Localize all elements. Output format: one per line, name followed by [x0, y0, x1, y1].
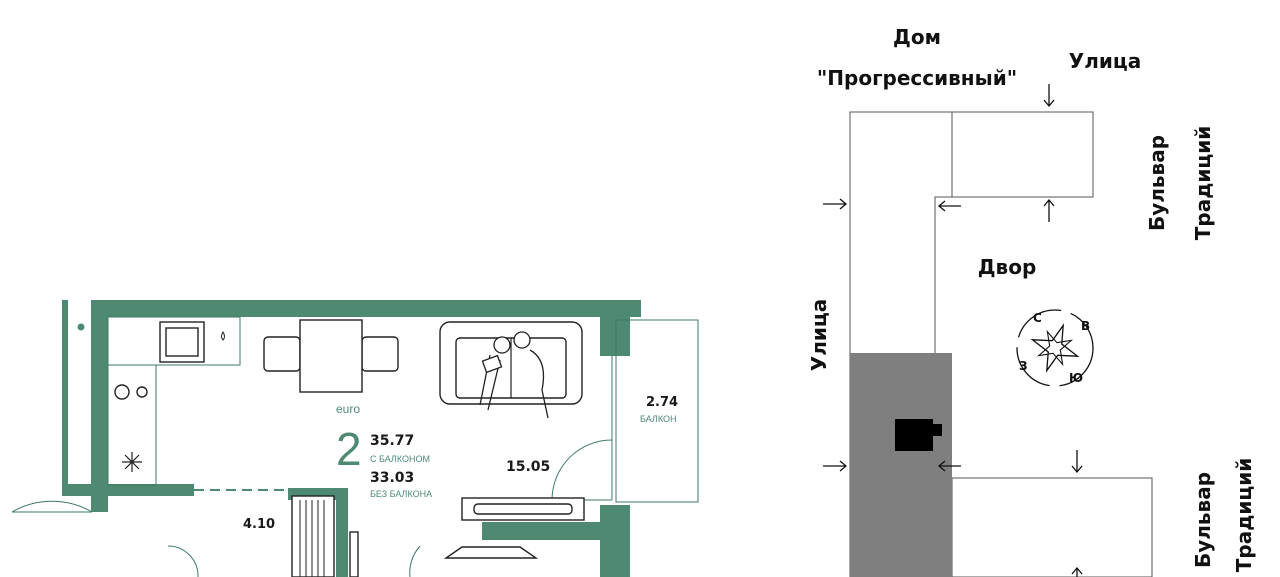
wall-kitchen-bottom: [62, 484, 194, 496]
entrance-arrow-icon: [1071, 450, 1083, 474]
wall-right-upper: [600, 300, 630, 356]
bath-door-swing: [167, 545, 199, 577]
wall-bottom-right: [482, 522, 600, 540]
house-name-line2: "Прогрессивный": [817, 66, 1017, 90]
rooms-count: 2: [336, 423, 362, 475]
without-balcony-caption: БЕЗ БАЛКОНА: [370, 489, 432, 499]
wall-top: [91, 300, 641, 317]
dining-table-icon: [263, 319, 399, 393]
apartment-plan: euro 2 35.77 С БАЛКОНОМ 33.03 БЕЗ БАЛКОН…: [11, 300, 699, 577]
area-with-balcony: 35.77: [370, 433, 414, 449]
balcony-area: 2.74: [646, 395, 678, 410]
compass-west: З: [1019, 359, 1028, 373]
compass-south: Ю: [1069, 371, 1083, 385]
boulevard-bottom-line2: Традиций: [1232, 458, 1256, 572]
people-on-sofa-icon: [479, 331, 549, 419]
site-diagram: С В Ю З Дом "Прогрессивный" Улица Двор У…: [807, 25, 1256, 577]
bathtub-edge-icon: [443, 546, 539, 559]
wall-right-lower: [600, 505, 630, 577]
balcony-caption: БАЛКОН: [640, 414, 676, 424]
wall-bath-right: [336, 488, 348, 577]
entrance-arrow-icon: [937, 200, 961, 212]
entrance-arrow-icon: [1043, 198, 1055, 222]
entrance-arrow-icon: [937, 460, 961, 472]
wall-left: [91, 300, 108, 512]
sink-basin: [165, 327, 199, 357]
with-balcony-caption: С БАЛКОНОМ: [370, 454, 430, 464]
sofa-icon: [439, 321, 583, 405]
street-left-label: Улица: [807, 299, 831, 371]
house-name-line1: Дом: [893, 25, 941, 49]
compass-rose-icon: С В Ю З: [1016, 309, 1094, 387]
living-room-area: 15.05: [506, 459, 550, 475]
flat-type-label: euro: [336, 402, 360, 416]
boulevard-top-line1: Бульвар: [1145, 135, 1169, 231]
entrance-door-swing: [11, 500, 93, 513]
water-drop-icon: [221, 331, 225, 341]
apartment-marker-balcony: [933, 424, 942, 436]
snowflake-icon: [122, 452, 142, 472]
entrance-arrow-icon: [1043, 84, 1055, 108]
compass-east: В: [1081, 319, 1090, 333]
kitchen-counter-top: [107, 316, 241, 366]
boulevard-top-line2: Традиций: [1191, 126, 1215, 240]
stove-burner-icon: [136, 386, 148, 398]
tv-stand-icon: [461, 497, 585, 521]
room-door-swing: [409, 545, 421, 577]
kitchen-counter-side: [107, 364, 157, 486]
balcony-outline: [615, 319, 699, 503]
balcony-door-swing: [551, 439, 613, 501]
courtyard-label: Двор: [978, 255, 1037, 279]
apartment-marker: [895, 419, 933, 451]
entrance-arrow-icon: [1071, 566, 1083, 577]
entrance-arrow-icon: [823, 198, 848, 210]
wall-outer-left: [62, 300, 68, 490]
street-top-label: Улица: [1069, 49, 1141, 73]
stove-burner-icon: [114, 384, 130, 400]
radiator-icon: [291, 495, 359, 577]
compass-north: С: [1033, 311, 1042, 325]
bathroom-area: 4.10: [243, 517, 275, 532]
riser-dot: [77, 323, 85, 331]
area-without-balcony: 33.03: [370, 470, 414, 486]
boulevard-bottom-line1: Бульвар: [1191, 472, 1215, 568]
highlighted-section: [850, 353, 952, 577]
entrance-arrow-icon: [823, 460, 848, 472]
